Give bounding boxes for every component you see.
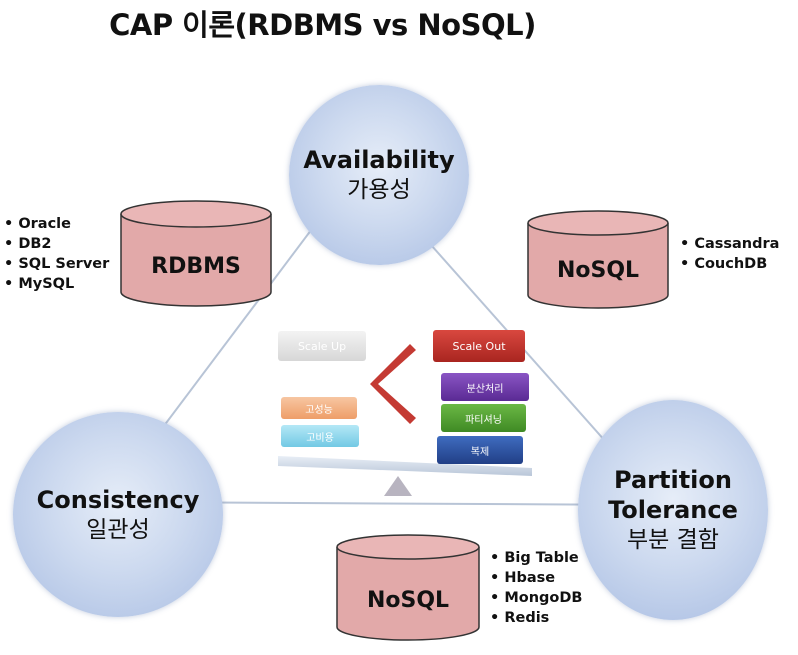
list-item: DB2 xyxy=(4,234,109,254)
availability-label: Availability xyxy=(303,146,455,174)
list-item: Oracle xyxy=(4,214,109,234)
less-than-chevron-icon xyxy=(370,344,416,424)
scale-out-box: Scale Out xyxy=(433,330,525,362)
list-item: CouchDB xyxy=(680,254,779,274)
partition-korean-label: 부분 결함 xyxy=(627,527,719,553)
balance-beam xyxy=(278,456,532,476)
replication-box: 복제 xyxy=(437,436,523,464)
nosql-cp-cylinder: NoSQL xyxy=(334,532,482,644)
distributed-processing-box: 분산처리 xyxy=(441,373,529,401)
diagram-title: CAP 이론(RDBMS vs NoSQL) xyxy=(109,8,536,42)
availability-korean-label: 가용성 xyxy=(347,177,411,203)
fulcrum-triangle-icon xyxy=(384,476,412,496)
nosql-cp-label: NoSQL xyxy=(366,588,450,613)
cylinder-shape xyxy=(527,210,669,309)
nosql-ap-list: Cassandra CouchDB xyxy=(680,234,779,274)
partition-label: Partition xyxy=(614,466,732,494)
list-item: Cassandra xyxy=(680,234,779,254)
list-item: Hbase xyxy=(490,568,582,588)
rdbms-label: RDBMS xyxy=(151,254,241,279)
cylinder-shape xyxy=(120,200,272,307)
nosql-cp-list: Big Table Hbase MongoDB Redis xyxy=(490,548,582,628)
list-item: MongoDB xyxy=(490,588,582,608)
nosql-ap-label: NoSQL xyxy=(556,258,640,283)
list-item: Big Table xyxy=(490,548,582,568)
high-performance-box: 고성능 xyxy=(281,397,357,419)
nosql-ap-cylinder: NoSQL xyxy=(525,208,671,312)
balance-illustration xyxy=(278,344,532,496)
consistency-circle: Consistency 일관성 xyxy=(13,412,223,617)
consistency-korean-label: 일관성 xyxy=(86,516,150,543)
list-item: SQL Server xyxy=(4,254,109,274)
partition-tolerance-circle: Partition Tolerance 부분 결함 xyxy=(578,400,768,620)
rdbms-list: Oracle DB2 SQL Server MySQL xyxy=(4,214,109,294)
cylinder-shape xyxy=(336,534,480,641)
list-item: Redis xyxy=(490,608,582,628)
partitioning-box: 파티셔닝 xyxy=(441,404,526,432)
high-cost-box: 고비용 xyxy=(281,425,359,447)
list-item: MySQL xyxy=(4,274,109,294)
consistency-label: Consistency xyxy=(36,485,200,514)
scale-up-box: Scale Up xyxy=(278,331,366,361)
rdbms-cylinder: RDBMS xyxy=(118,198,274,310)
availability-circle: Availability 가용성 xyxy=(289,85,469,265)
tolerance-label: Tolerance xyxy=(608,496,738,524)
